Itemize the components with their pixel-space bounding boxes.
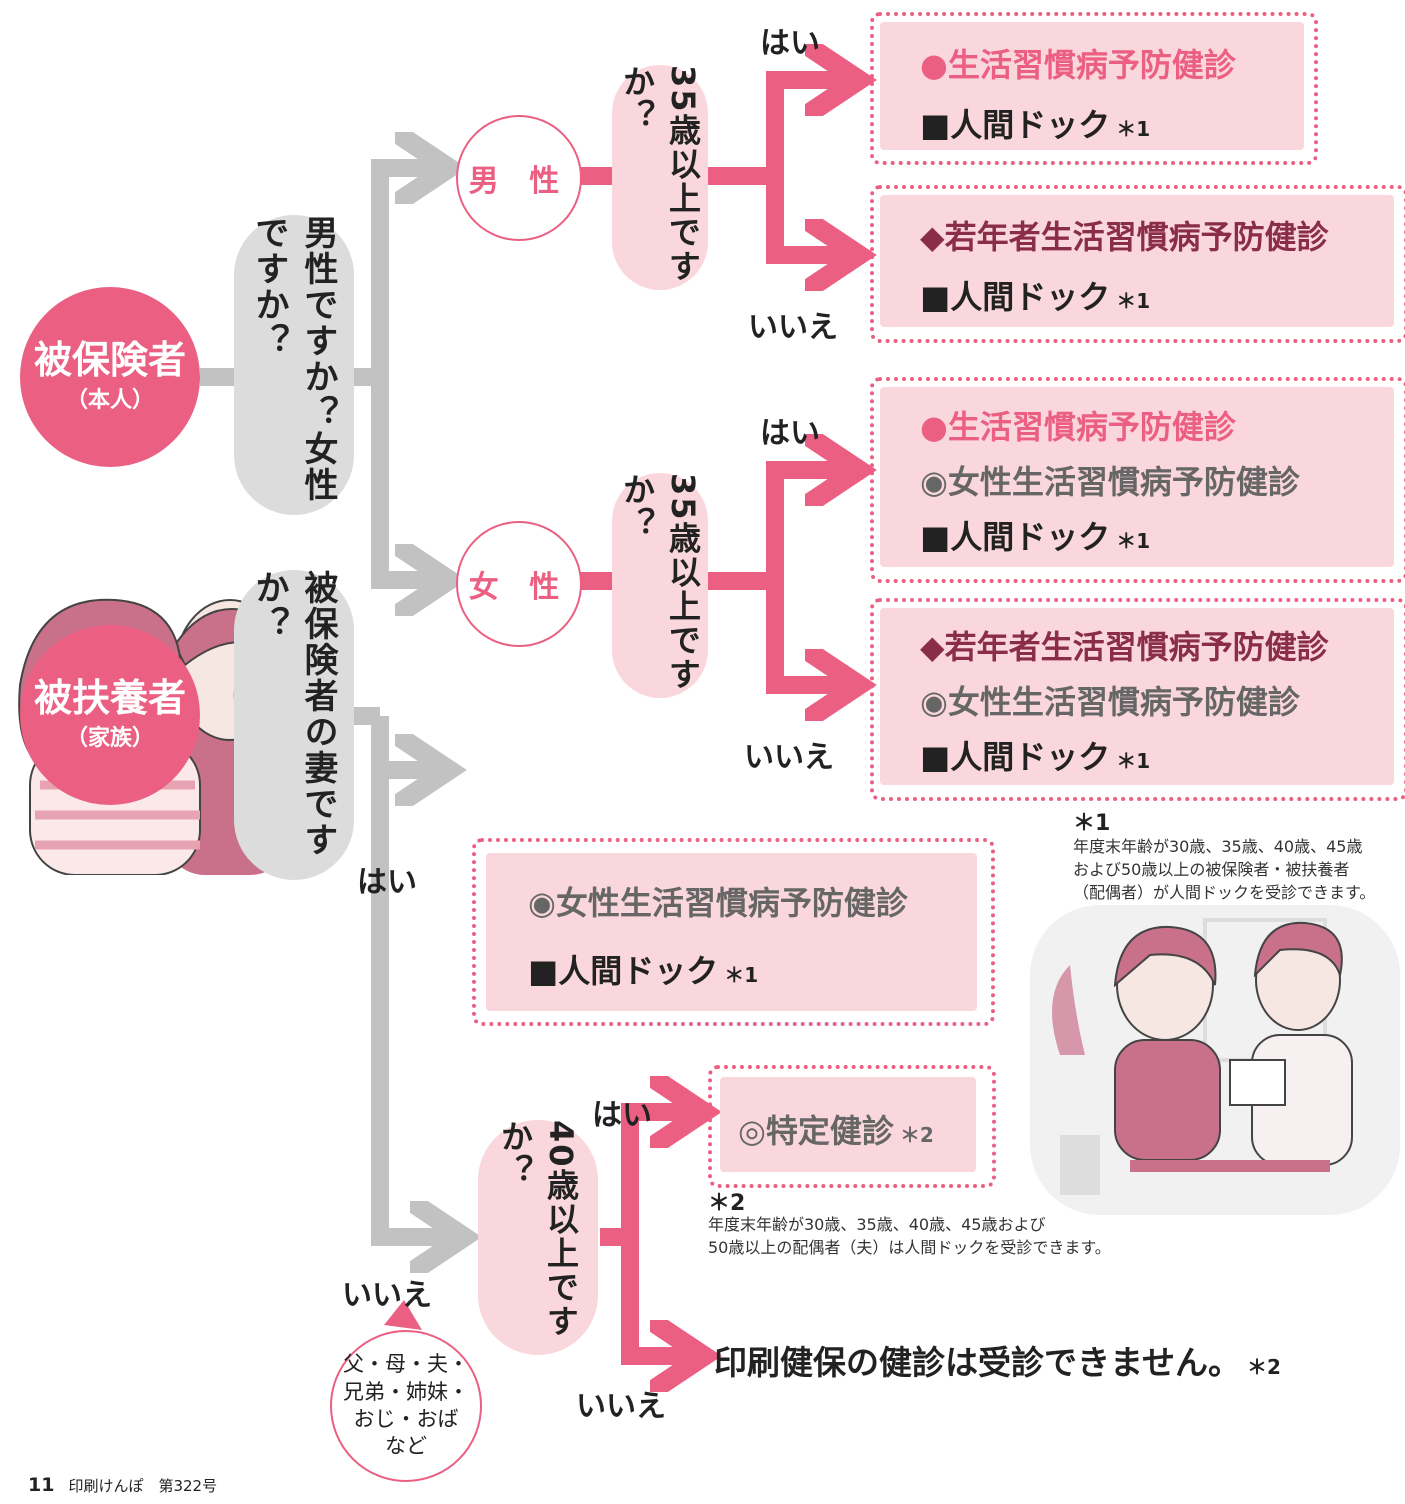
insured-connector bbox=[200, 168, 440, 580]
age40-question: 40歳以上ですか？ bbox=[478, 1120, 598, 1355]
note2-text: 年度末年齢が30歳、35歳、40歳、45歳および 50歳以上の配偶者（夫）は人間… bbox=[708, 1213, 1111, 1259]
bubble-line-1: 父・母・夫・ bbox=[343, 1352, 469, 1377]
female-yes-panel bbox=[880, 387, 1394, 567]
wife-yes-panel bbox=[486, 853, 977, 1011]
male-no-label: いいえ bbox=[748, 310, 838, 345]
bubble-line-3: おじ・おば bbox=[353, 1407, 459, 1431]
ref-1: ＊1 bbox=[1116, 117, 1151, 141]
not-eligible-text-label: 印刷健保の健診は受診できません。 bbox=[714, 1343, 1242, 1382]
ref-2: ＊2 bbox=[899, 1123, 934, 1147]
insured-title: 被保険者 bbox=[33, 338, 186, 383]
note2-mark: ＊2 bbox=[708, 1191, 746, 1216]
male-yes-label: はい bbox=[760, 26, 820, 61]
wife-yes-item-2-text: ■人間ドック bbox=[528, 952, 719, 990]
ref-1: ＊1 bbox=[724, 963, 759, 987]
wife-yes-item-1: ◉女性生活習慣病予防健診 bbox=[528, 884, 908, 922]
wife-yes-label: はい bbox=[357, 865, 417, 900]
female-no-item-1: ◆若年者生活習慣病予防健診 bbox=[920, 628, 1329, 666]
male-yes-item-2-text: ■人間ドック bbox=[920, 106, 1111, 144]
page-number: 11 bbox=[28, 1474, 55, 1496]
female-connector bbox=[578, 470, 850, 685]
not-eligible-text: 印刷健保の健診は受診できません。＊2 bbox=[714, 1336, 1281, 1384]
male-yes-item-2: ■人間ドック＊1 bbox=[920, 100, 1150, 146]
male-no-panel bbox=[880, 195, 1394, 327]
female-node: 女 性 bbox=[456, 521, 582, 647]
dependent-circle: 被扶養者 （家族） bbox=[20, 625, 200, 805]
wife-yes-box bbox=[472, 838, 995, 1026]
male-connector bbox=[578, 80, 850, 255]
note1-text: 年度末年齢が30歳、35歳、40歳、45歳 および50歳以上の被保険者・被扶養者… bbox=[1073, 835, 1375, 905]
page-footer: 11 印刷けんぽ 第322号 bbox=[28, 1474, 217, 1496]
female-no-item-2: ◉女性生活習慣病予防健診 bbox=[920, 683, 1300, 721]
note2-line-2: 50歳以上の配偶者（夫）は人間ドックを受診できます。 bbox=[708, 1238, 1111, 1258]
wife-no-label: いいえ bbox=[342, 1278, 432, 1313]
male-no-item-2-text: ■人間ドック bbox=[920, 278, 1111, 316]
female-yes-item-1: ●生活習慣病予防健診 bbox=[920, 408, 1236, 446]
tokutei-item: ◎特定健診＊2 bbox=[738, 1106, 934, 1152]
ref-1: ＊1 bbox=[1116, 749, 1151, 773]
ref-1: ＊1 bbox=[1116, 529, 1151, 553]
female-no-item-3: ■人間ドック＊1 bbox=[920, 732, 1150, 778]
dependent-title: 被扶養者 bbox=[33, 676, 186, 721]
female-no-item-3-text: ■人間ドック bbox=[920, 738, 1111, 776]
female-yes-item-3: ■人間ドック＊1 bbox=[920, 512, 1150, 558]
female-age-question: 35歳以上ですか？ bbox=[612, 473, 708, 698]
ref-1: ＊1 bbox=[1116, 289, 1151, 313]
bubble-line-2: 兄弟・姉妹・ bbox=[343, 1379, 469, 1404]
note2-line-1: 年度末年齢が30歳、35歳、40歳、45歳および bbox=[708, 1215, 1046, 1234]
male-yes-item-1: ●生活習慣病予防健診 bbox=[920, 46, 1236, 84]
bubble-line-4: など bbox=[385, 1434, 427, 1459]
wife-question: 被保険者の妻ですか？ bbox=[234, 570, 354, 880]
publication-name: 印刷けんぽ 第322号 bbox=[68, 1477, 218, 1495]
insured-circle: 被保険者 （本人） bbox=[20, 287, 200, 467]
male-no-item-2: ■人間ドック＊1 bbox=[920, 272, 1150, 318]
female-yes-label: はい bbox=[760, 416, 820, 451]
female-yes-item-2: ◉女性生活習慣病予防健診 bbox=[920, 463, 1300, 501]
note1-line-3: （配偶者）が人間ドックを受診できます。 bbox=[1073, 883, 1376, 903]
male-no-item-1: ◆若年者生活習慣病予防健診 bbox=[920, 218, 1329, 256]
age40-yes-label: はい bbox=[592, 1098, 652, 1133]
wife-yes-item-2: ■人間ドック＊1 bbox=[528, 946, 758, 992]
tokutei-item-text: ◎特定健診 bbox=[738, 1112, 894, 1150]
other-family-bubble: 父・母・夫・ 兄弟・姉妹・ おじ・おば など bbox=[330, 1330, 482, 1482]
female-yes-item-3-text: ■人間ドック bbox=[920, 518, 1111, 556]
female-no-panel bbox=[880, 608, 1394, 785]
note1-line-1: 年度末年齢が30歳、35歳、40歳、45歳 bbox=[1073, 837, 1363, 856]
age-connector bbox=[600, 1112, 695, 1356]
male-age-question: 35歳以上ですか？ bbox=[612, 65, 708, 290]
age40-no-label: いいえ bbox=[576, 1389, 666, 1424]
note1-line-2: および50歳以上の被保険者・被扶養者 bbox=[1073, 860, 1350, 880]
dependent-subtitle: （家族） bbox=[65, 725, 154, 751]
male-yes-panel bbox=[880, 22, 1304, 150]
consultation-illustration bbox=[1030, 905, 1400, 1215]
female-no-label: いいえ bbox=[744, 740, 834, 775]
insured-subtitle: （本人） bbox=[65, 387, 154, 413]
bubble-tail bbox=[384, 1300, 422, 1330]
tokutei-box bbox=[708, 1065, 996, 1188]
ref-2: ＊2 bbox=[1247, 1355, 1281, 1379]
male-node: 男 性 bbox=[456, 115, 582, 241]
male-yes-box bbox=[870, 12, 1318, 165]
gender-question: 男性ですか？女性ですか？ bbox=[234, 215, 354, 515]
tokutei-panel bbox=[720, 1077, 976, 1172]
note1-mark: ＊1 bbox=[1073, 811, 1111, 836]
